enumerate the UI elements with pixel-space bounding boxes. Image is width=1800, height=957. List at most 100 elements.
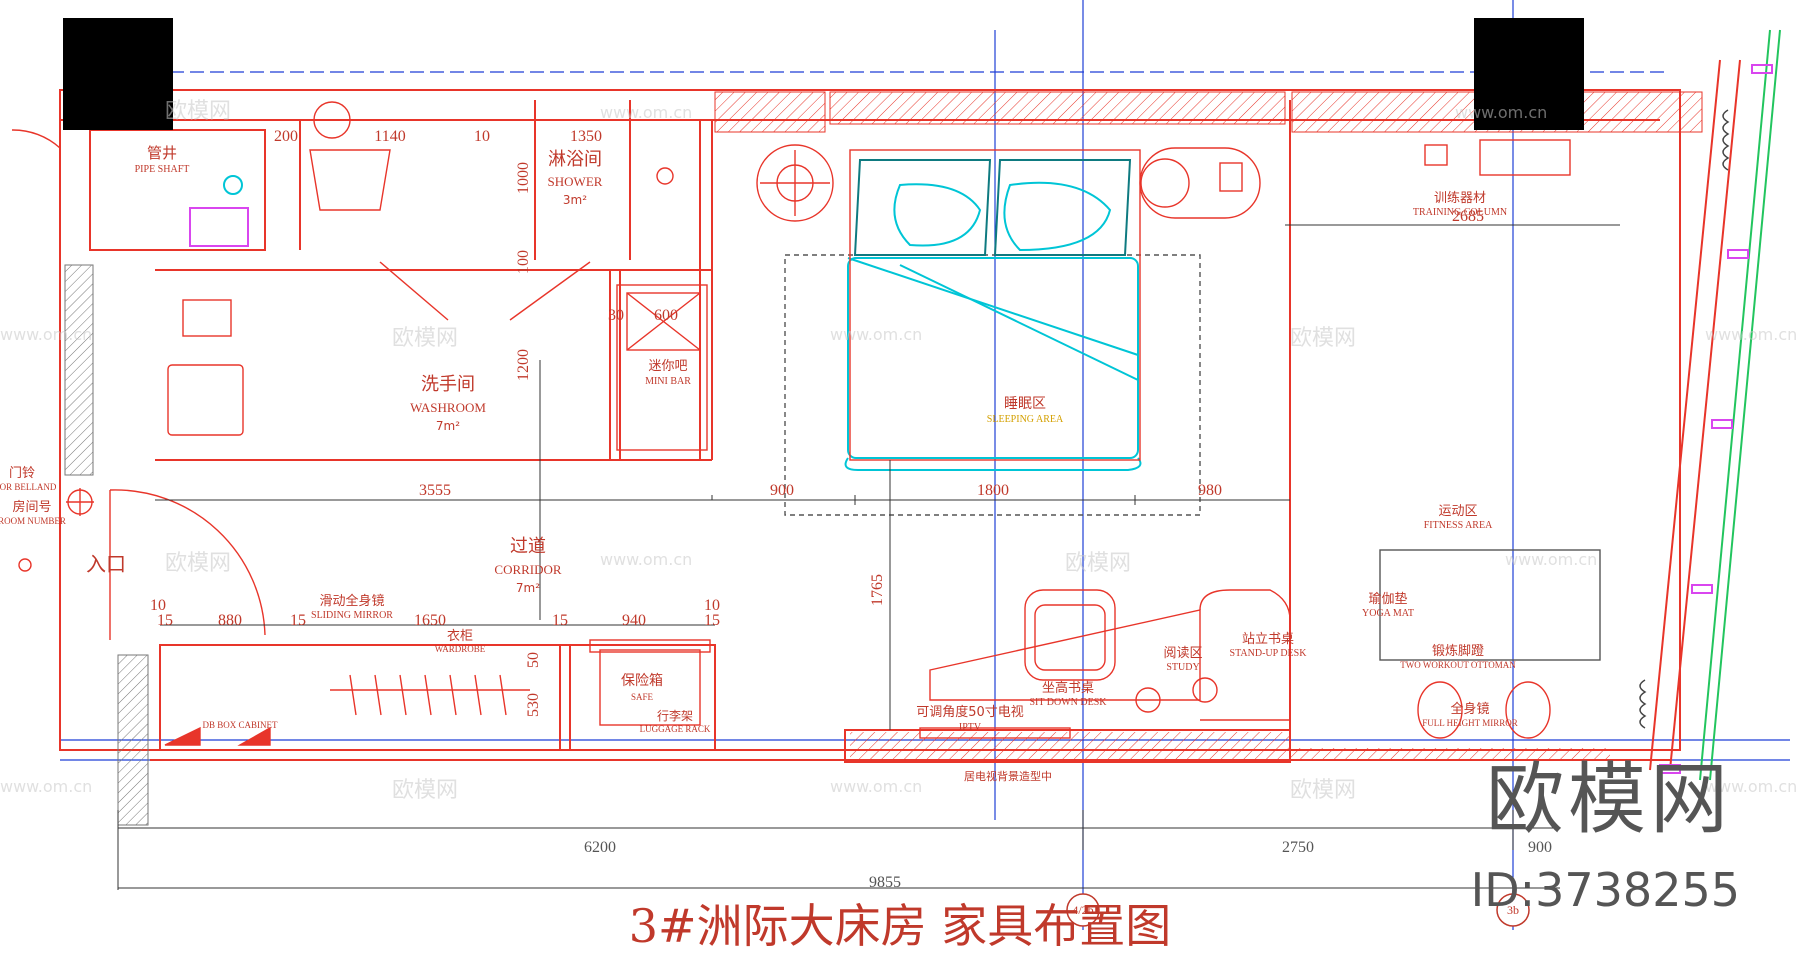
axis-bubbles	[1066, 893, 1530, 927]
dim-10c: 10	[704, 597, 720, 614]
dim-1765: 1765	[869, 574, 886, 606]
dim-30: 30	[608, 307, 624, 324]
bed-frame	[849, 149, 1141, 461]
svg-text:欧模网: 欧模网	[165, 551, 231, 576]
label-luggage-cn: 行李架	[657, 708, 693, 723]
dim-940: 940	[622, 612, 646, 629]
svg-text:www.om.cn: www.om.cn	[1505, 550, 1597, 569]
label-fitness-cn: 运动区	[1438, 504, 1477, 519]
label-washroom-area: 7m²	[436, 419, 460, 433]
label-washroom-en: WASHROOM	[410, 400, 486, 415]
dim-6200: 6200	[584, 839, 616, 856]
svg-text:欧模网: 欧模网	[1065, 551, 1131, 576]
label-minibar-en: MINI BAR	[645, 376, 691, 387]
drawing-title: 3#洲际大床房 家具布置图	[628, 899, 1172, 953]
window-frame-right	[189, 29, 1781, 781]
dim-9855: 9855	[869, 874, 901, 891]
dim-2750: 2750	[1282, 839, 1314, 856]
dim-10b: 10	[150, 597, 166, 614]
label-standup-cn: 站立书桌	[1242, 632, 1294, 647]
label-study-en: STUDY	[1166, 662, 1199, 673]
label-sitdesk-cn: 坐高书桌	[1042, 680, 1094, 696]
watermark-logo: 欧模网	[1485, 755, 1732, 845]
label-safe-cn: 保险箱	[621, 673, 663, 689]
svg-text:www.om.cn: www.om.cn	[0, 777, 92, 796]
label-sleeping-en: SLEEPING AREA	[987, 414, 1064, 425]
dim-1800: 1800	[977, 482, 1009, 499]
dim-880: 880	[218, 612, 242, 629]
svg-text:www.om.cn: www.om.cn	[1705, 777, 1797, 796]
dim-3555: 3555	[419, 482, 451, 499]
svg-text:欧模网: 欧模网	[392, 778, 458, 803]
dim-980: 980	[1198, 482, 1222, 499]
label-yoga-en: YOGA MAT	[1362, 608, 1414, 619]
label-sliding-mirror-en: SLIDING MIRROR	[311, 610, 393, 621]
label-standup-en: STAND-UP DESK	[1230, 648, 1308, 659]
label-roomno-cn: 房间号	[12, 499, 51, 515]
fixtures	[11, 101, 1601, 746]
label-ottoman-cn: 锻炼脚蹬	[1432, 643, 1484, 659]
label-shower-area: 3m²	[563, 193, 587, 207]
label-doorbell-cn: 门铃	[9, 466, 35, 481]
svg-text:www.om.cn: www.om.cn	[0, 325, 92, 344]
label-corridor-en: CORRIDOR	[494, 562, 562, 577]
svg-text:欧模网: 欧模网	[1290, 326, 1356, 351]
bed	[844, 159, 1142, 471]
label-corridor-area: 7m²	[516, 581, 540, 595]
label-tv-en: IPTV	[959, 722, 982, 733]
label-pipe-shaft-cn: 管井	[147, 144, 177, 162]
label-pipe-shaft-en: PIPE SHAFT	[135, 164, 190, 175]
svg-text:欧模网: 欧模网	[1290, 778, 1356, 803]
label-ottoman-en: TWO WORKOUT OTTOMAN	[1400, 660, 1516, 670]
dim-100: 100	[515, 250, 532, 274]
dim-1000: 1000	[515, 162, 532, 194]
svg-text:www.om.cn: www.om.cn	[600, 550, 692, 569]
label-minibar-cn: 迷你吧	[648, 359, 687, 374]
label-sitdesk-en: SIT DOWN DESK	[1029, 697, 1107, 708]
dim-15a: 15	[157, 612, 173, 629]
svg-text:www.om.cn: www.om.cn	[1705, 325, 1797, 344]
dim-15b: 15	[290, 612, 306, 629]
label-safe-en: SAFE	[631, 692, 654, 702]
label-dbbox: DB BOX CABINET	[202, 720, 278, 730]
axis-label-1: 4/2b	[1072, 903, 1093, 917]
label-training-en: TRAINING COLUMN	[1413, 207, 1507, 218]
label-wardrobe-cn: 衣柜	[447, 628, 473, 644]
label-yoga-cn: 瑜伽垫	[1368, 591, 1407, 607]
watermark-id: ID:3738255	[1470, 863, 1740, 917]
dim-10a: 10	[474, 128, 490, 145]
label-sleeping-cn: 睡眠区	[1004, 396, 1046, 412]
label-wardrobe-en: WARDROBE	[435, 644, 486, 654]
svg-text:www.om.cn: www.om.cn	[830, 777, 922, 796]
watermark-tiles: 欧模网 www.om.cn www.om.cn 欧模网 www.om.cn 欧模…	[0, 99, 1797, 803]
walls	[59, 59, 1741, 771]
column-block-left	[63, 18, 173, 130]
dim-900a: 900	[770, 482, 794, 499]
label-corridor-cn: 过道	[510, 536, 546, 557]
svg-text:www.om.cn: www.om.cn	[1455, 103, 1547, 122]
label-shower-en: SHOWER	[548, 174, 603, 189]
label-mirror-en: FULL HEIGHT MIRROR	[1422, 718, 1518, 728]
svg-text:www.om.cn: www.om.cn	[600, 103, 692, 122]
label-luggage-en: LUGGAGE RACK	[640, 724, 711, 734]
dim-1350: 1350	[570, 128, 602, 145]
svg-text:欧模网: 欧模网	[165, 99, 231, 124]
label-training-cn: 训练器材	[1434, 191, 1486, 206]
label-tv-note: 居电视背景造型中	[964, 769, 1052, 783]
dim-1200: 1200	[515, 349, 532, 381]
label-fitness-en: FITNESS AREA	[1424, 520, 1493, 531]
label-tv-cn: 可调角度50寸电视	[916, 704, 1024, 720]
column-block-right	[1474, 18, 1584, 130]
label-shower-cn: 淋浴间	[548, 149, 602, 170]
label-study-cn: 阅读区	[1163, 646, 1202, 661]
dim-200: 200	[274, 128, 298, 145]
svg-text:欧模网: 欧模网	[392, 326, 458, 351]
label-roomno-en: ROOM NUMBER	[0, 516, 66, 526]
dim-15c: 15	[552, 612, 568, 629]
label-entrance: 入口	[86, 552, 126, 576]
dim-530: 530	[525, 693, 542, 717]
dim-2685: 2685	[1452, 208, 1484, 225]
dim-1140: 1140	[374, 128, 405, 145]
label-mirror-cn: 全身镜	[1450, 701, 1489, 717]
